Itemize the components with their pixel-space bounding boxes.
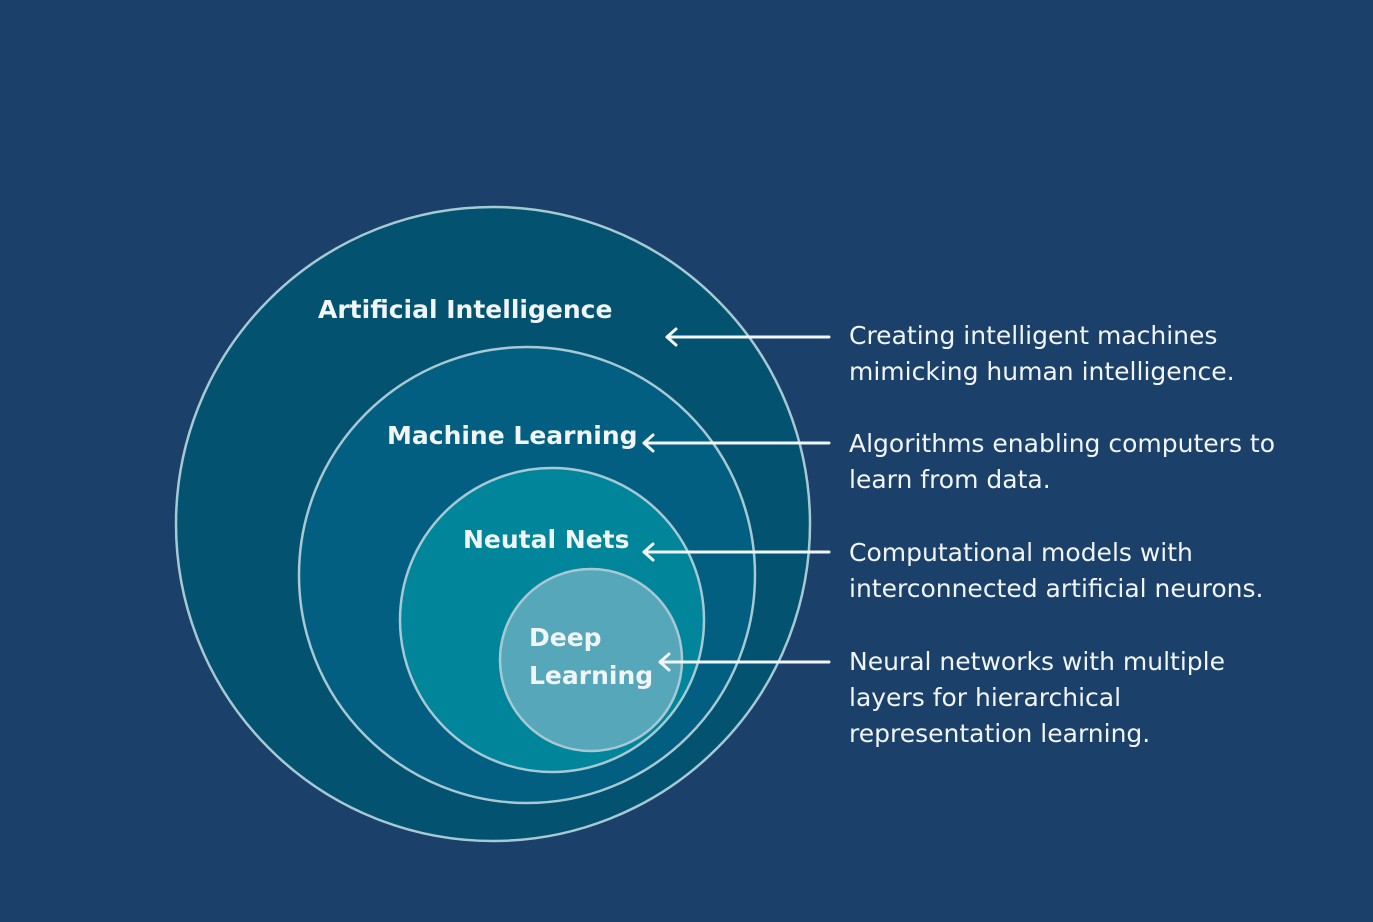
label-neural-nets: Neutal Nets bbox=[463, 525, 629, 554]
description-machine-learning: Algorithms enabling computers to learn f… bbox=[849, 429, 1276, 494]
arrow-neural-nets bbox=[642, 542, 831, 562]
arrow-deep-learning bbox=[658, 652, 831, 672]
label-artificial-intelligence: Artificial Intelligence bbox=[318, 295, 612, 324]
arrow-artificial-intelligence bbox=[665, 327, 831, 347]
label-deep-learning-line-1: Deep bbox=[529, 623, 602, 652]
description-neural-nets: Computational models with interconnected… bbox=[849, 538, 1264, 603]
circle-deep-learning bbox=[498, 567, 684, 753]
description-deep-learning: Neural networks with multiple layers for… bbox=[849, 647, 1225, 748]
description-artificial-intelligence: Creating intelligent machines mimicking … bbox=[849, 321, 1235, 386]
label-machine-learning: Machine Learning bbox=[387, 421, 638, 450]
label-deep-learning-line-2: Learning bbox=[529, 661, 653, 690]
arrow-machine-learning bbox=[642, 433, 831, 453]
